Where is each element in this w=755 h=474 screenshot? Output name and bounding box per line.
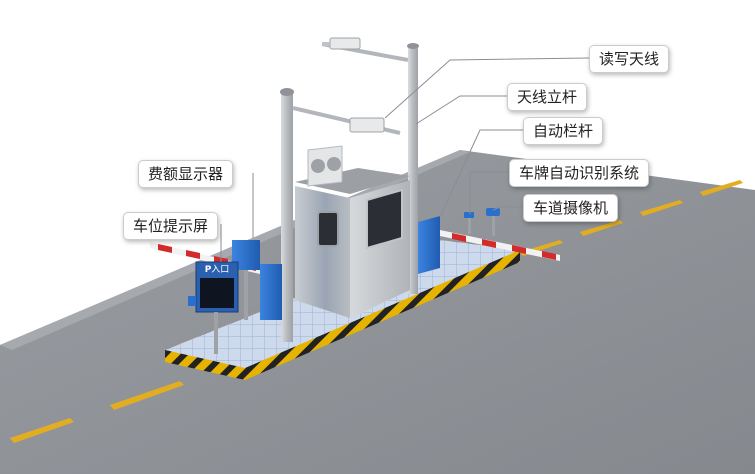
callout-plate-recognition: 车牌自动识别系统 xyxy=(509,159,650,187)
antenna-device xyxy=(322,37,385,133)
callout-lane-camera: 车道摄像机 xyxy=(523,194,619,222)
callout-fee-display: 费额显示器 xyxy=(138,160,234,188)
auto-gate-far xyxy=(418,216,560,274)
entrance-sign: P入口 xyxy=(200,263,234,277)
plate-camera-device xyxy=(464,212,474,234)
entrance-sign-p: P xyxy=(204,265,212,275)
callout-antenna-pole: 天线立杆 xyxy=(507,83,588,111)
callout-antenna: 读写天线 xyxy=(589,45,670,73)
callout-space-screen: 车位提示屏 xyxy=(123,212,219,240)
toll-booth xyxy=(295,145,410,318)
lane-camera-device xyxy=(486,208,500,236)
callout-auto-gate: 自动栏杆 xyxy=(523,117,604,145)
entrance-sign-text: 入口 xyxy=(211,265,230,275)
leader-lines xyxy=(220,57,590,262)
